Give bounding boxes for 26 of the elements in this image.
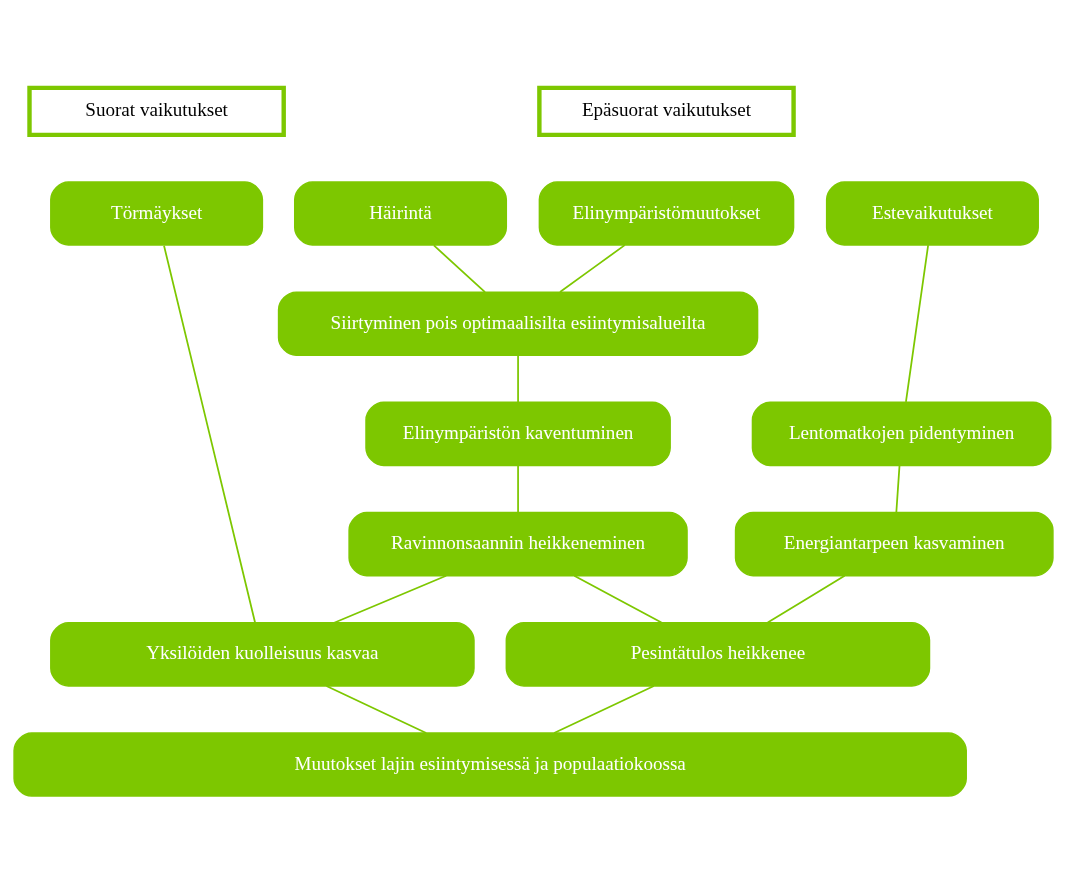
connector xyxy=(559,243,626,293)
connector xyxy=(325,684,428,734)
node-box: Lentomatkojen pidentyminen xyxy=(751,401,1052,466)
connector xyxy=(766,574,846,623)
connector xyxy=(517,354,519,403)
node-box: Epäsuorat vaikutukset xyxy=(537,85,796,137)
node-box: Ravinnonsaannin heikkeneminen xyxy=(348,511,688,576)
node-box: Elinympäristömuutokset xyxy=(538,180,795,246)
connector xyxy=(895,464,901,513)
connector xyxy=(553,684,655,734)
node-box: Estevaikutukset xyxy=(825,180,1039,246)
node-box: Energiantarpeen kasvaminen xyxy=(734,511,1054,576)
node-box: Yksilöiden kuolleisuus kasvaa xyxy=(50,621,475,687)
connector xyxy=(573,574,663,623)
connector xyxy=(163,244,256,624)
connector xyxy=(433,244,486,293)
node-box: Siirtyminen pois optimaalisilta esiintymisalueilta xyxy=(277,290,759,356)
node-box: Häirintä xyxy=(294,180,508,246)
connector xyxy=(333,574,448,624)
node-box: Pesintätulos heikkenee xyxy=(505,621,931,687)
node-box: Törmäykset xyxy=(50,180,264,246)
connector xyxy=(517,464,519,513)
node-box: Elinympäristön kaventuminen xyxy=(365,401,671,466)
node-box: Suorat vaikutukset xyxy=(27,85,286,137)
node-box: Muutokset lajin esiintymisessä ja populaatiokoossa xyxy=(13,731,967,797)
connector xyxy=(905,243,930,403)
